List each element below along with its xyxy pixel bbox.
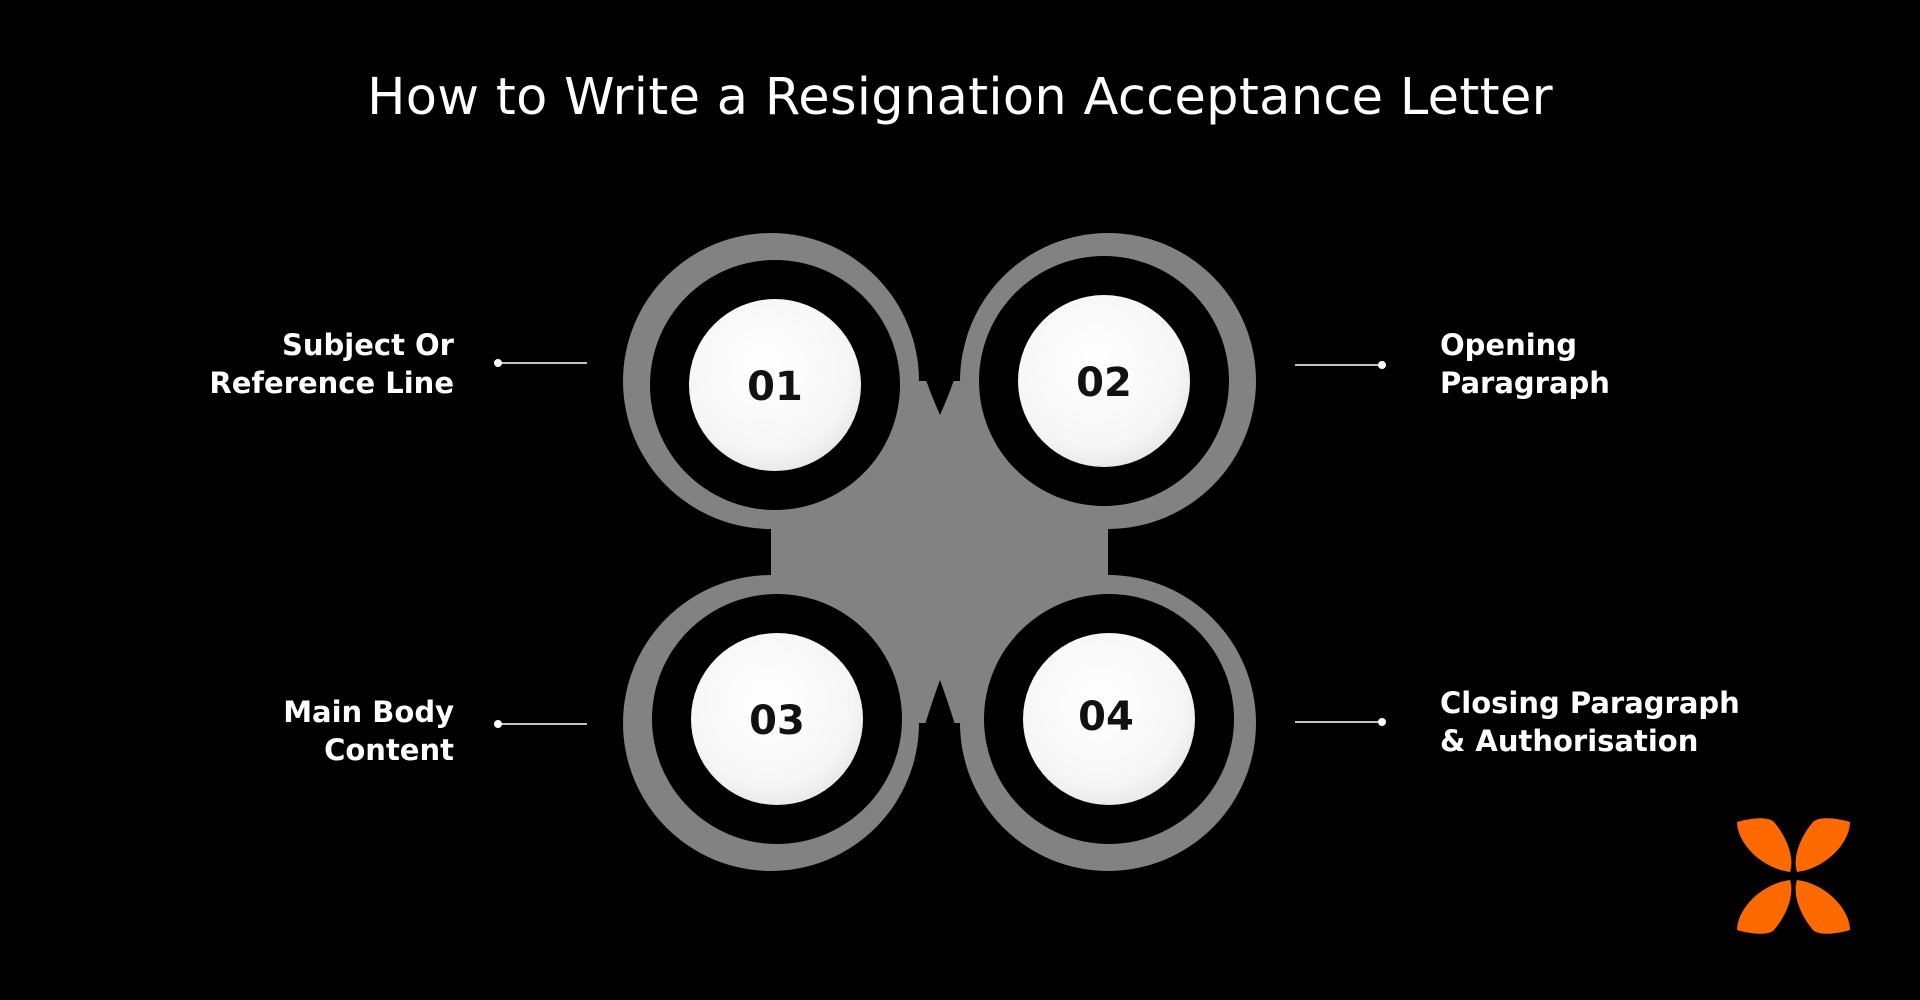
connector-line-02 — [1295, 361, 1386, 369]
step-02-disc — [1018, 295, 1190, 467]
step-03-label-line1: Main Body — [283, 695, 454, 729]
connector-line-04 — [1295, 718, 1386, 726]
connector-dot-01 — [494, 359, 502, 367]
step-01-label-line2: Reference Line — [209, 366, 454, 400]
connector-dot-02 — [1378, 361, 1386, 369]
step-03-node: 03 — [652, 594, 902, 844]
step-01-number: 01 — [747, 364, 803, 410]
step-01-disc — [689, 299, 861, 471]
connector-dot-04 — [1378, 718, 1386, 726]
step-03-number: 03 — [749, 698, 805, 744]
page-title: How to Write a Resignation Acceptance Le… — [367, 68, 1553, 127]
step-01-label-line1: Subject Or — [281, 328, 454, 362]
step-01-label: Subject Or Reference Line — [150, 326, 454, 402]
step-02-label-line2: Paragraph — [1440, 366, 1610, 400]
step-01-node: 01 — [650, 260, 900, 510]
step-04-disc — [1023, 633, 1195, 805]
step-02-node: 02 — [979, 256, 1229, 506]
step-02-label: Opening Paragraph — [1440, 326, 1610, 402]
step-04-node: 04 — [984, 594, 1234, 844]
step-04-label-line2: & Authorisation — [1440, 724, 1699, 758]
step-03-disc — [691, 633, 863, 805]
step-03-label: Main Body Content — [150, 693, 454, 769]
step-04-label-line1: Closing Paragraph — [1440, 686, 1740, 720]
step-02-number: 02 — [1076, 360, 1132, 406]
step-02-label-line1: Opening — [1440, 328, 1578, 362]
step-04-number: 04 — [1078, 694, 1134, 740]
step-03-label-line2: Content — [324, 733, 454, 767]
connector-line-01 — [494, 359, 587, 367]
connector-line-03 — [494, 720, 587, 728]
butterfly-logo-icon — [1737, 818, 1850, 934]
step-04-label: Closing Paragraph & Authorisation — [1440, 684, 1740, 760]
connector-dot-03 — [494, 720, 502, 728]
